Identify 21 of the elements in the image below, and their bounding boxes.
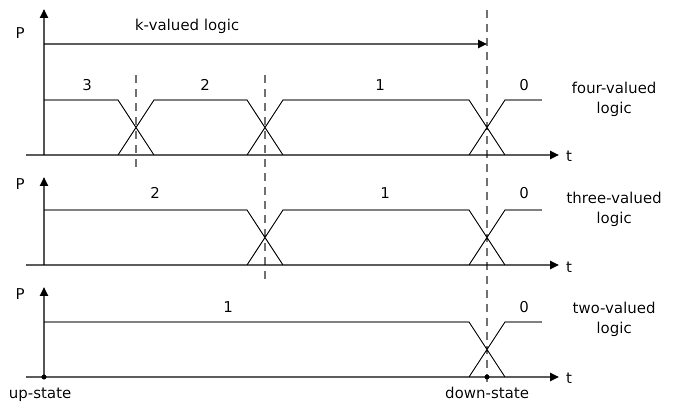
axis-label: t bbox=[566, 146, 572, 166]
state-label: down-state bbox=[445, 383, 529, 403]
logic-label: three-valued logic bbox=[565, 188, 663, 228]
axis-label: t bbox=[566, 257, 572, 277]
logic-label: two-valued logic bbox=[571, 298, 657, 338]
value-label: 0 bbox=[519, 183, 529, 203]
axis-label: P bbox=[15, 284, 25, 304]
axis-label: P bbox=[15, 174, 25, 194]
value-label: 0 bbox=[519, 297, 529, 317]
value-label: 1 bbox=[375, 75, 385, 95]
axis-label: t bbox=[566, 368, 572, 388]
value-label: 2 bbox=[200, 75, 210, 95]
axis-label: P bbox=[15, 23, 25, 43]
value-label: 3 bbox=[82, 75, 92, 95]
value-label: 1 bbox=[223, 297, 233, 317]
state-label: up-state bbox=[8, 383, 72, 403]
value-label: 1 bbox=[380, 183, 390, 203]
value-label: 2 bbox=[150, 183, 160, 203]
range-label: k-valued logic bbox=[134, 15, 240, 35]
value-label: 0 bbox=[519, 75, 529, 95]
logic-label: four-valued logic bbox=[570, 78, 658, 118]
